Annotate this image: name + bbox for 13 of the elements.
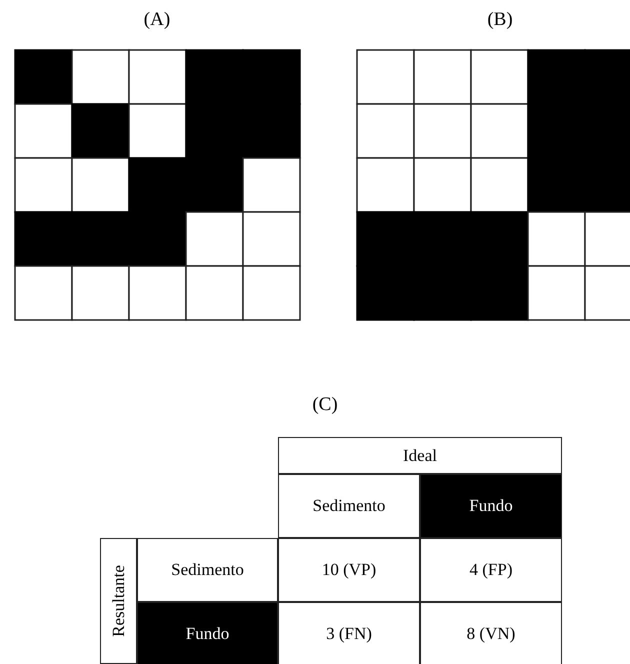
table-cell: Fundo <box>420 474 562 538</box>
panel-label: (B) <box>487 9 513 31</box>
table-cell: 8 (VN) <box>420 602 562 664</box>
table-cell: 4 (FP) <box>420 538 562 602</box>
table-cell: 10 (VP) <box>278 538 420 602</box>
panel-label: (C) <box>312 394 338 416</box>
table-cell: Sedimento <box>278 474 420 538</box>
table-cell: Ideal <box>278 437 562 474</box>
table-cell: 3 (FN) <box>278 602 420 664</box>
row-header-text: Resultante <box>108 565 128 637</box>
table-cell: Fundo <box>137 602 278 664</box>
table-cell: Sedimento <box>137 538 278 602</box>
panel-label: (A) <box>144 9 170 31</box>
